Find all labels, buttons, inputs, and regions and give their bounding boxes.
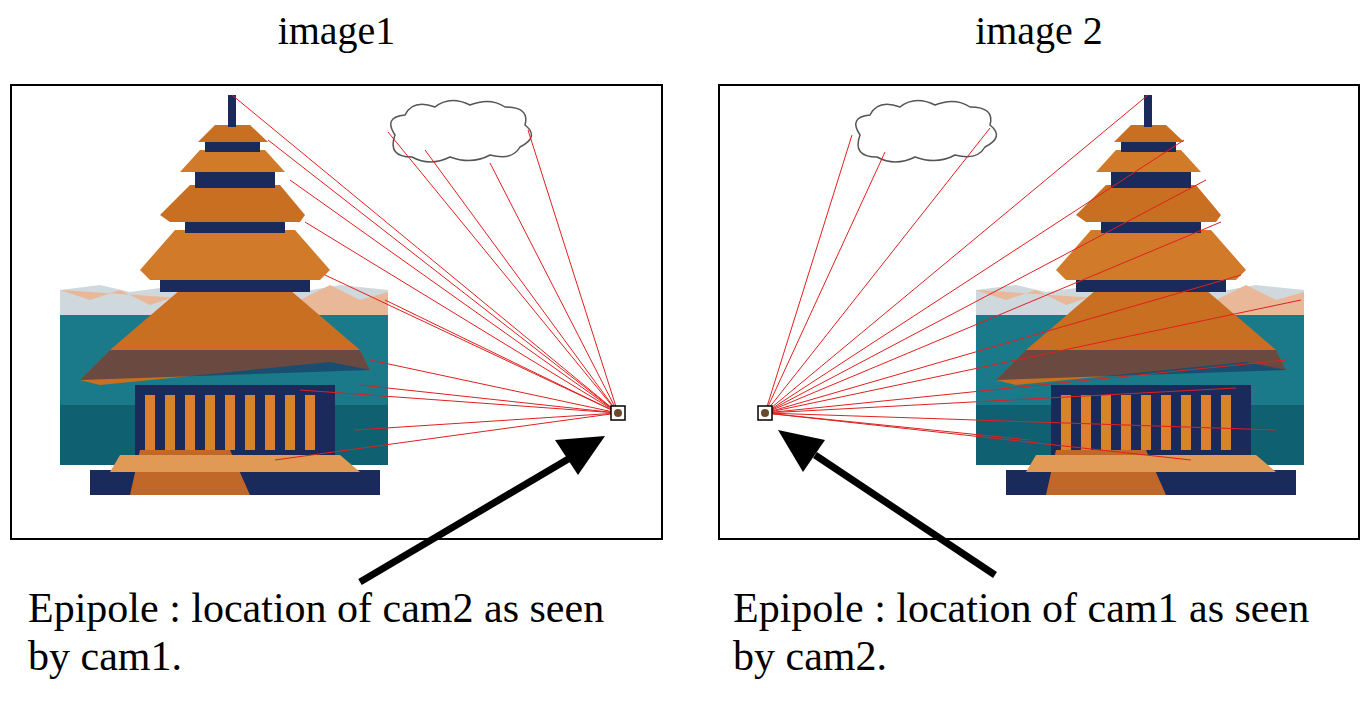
image-title: image1 <box>12 7 661 54</box>
epipole-caption: Epipole : location of cam1 as seen by ca… <box>733 584 1333 680</box>
image-frame: image 2 <box>718 84 1360 540</box>
epipole-caption: Epipole : location of cam2 as seen by ca… <box>28 584 628 680</box>
image-title: image 2 <box>720 7 1358 54</box>
image-frame: image1 <box>10 84 663 540</box>
